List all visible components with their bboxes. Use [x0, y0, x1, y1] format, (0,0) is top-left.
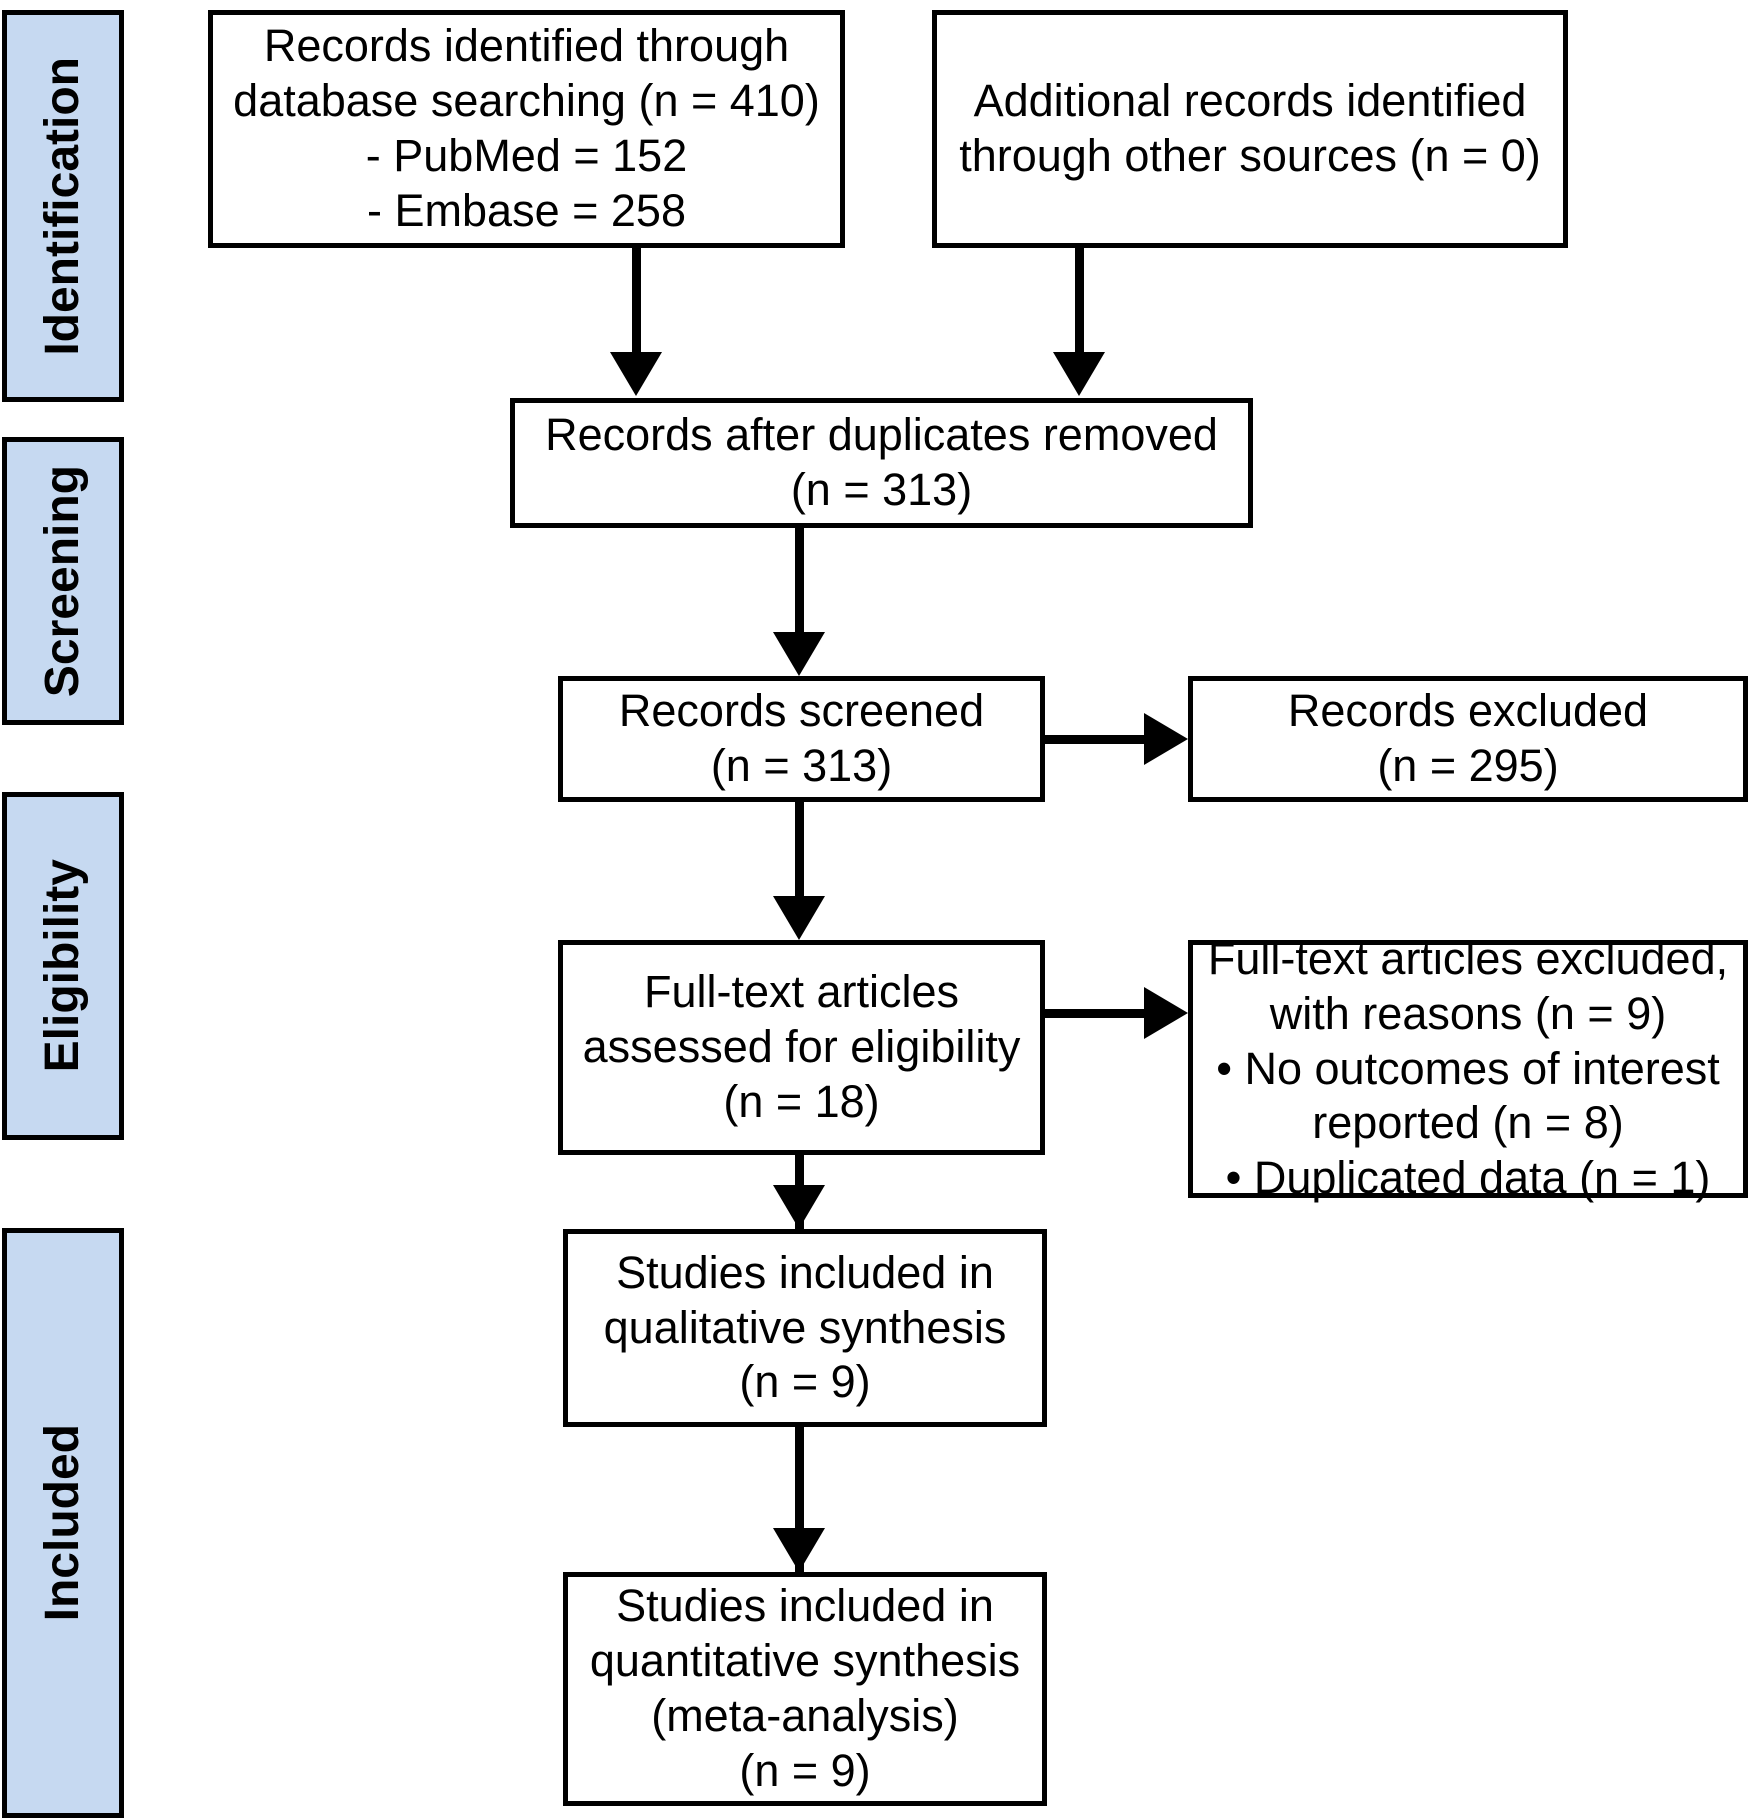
connector-duplicates-to-screened-arrow — [773, 632, 825, 676]
box-records-after-duplicates-removed-text: Records after duplicates removed (n = 31… — [545, 409, 1218, 515]
box-records-screened-text: Records screened (n = 313) — [618, 685, 985, 791]
box-studies-included-qualitative-synthesis-text: Studies included in qualitative synthesi… — [603, 1246, 1007, 1408]
connector-other-to-duplicates-arrow — [1053, 352, 1105, 396]
box-records-screened: Records screened (n = 313) — [558, 676, 1045, 802]
box-additional-records-other-sources: Additional records identified through ot… — [932, 10, 1568, 248]
connector-database-to-duplicates-line — [632, 248, 641, 358]
connector-fulltext-to-excluded-arrow — [1144, 987, 1188, 1039]
phase-label-eligibility-text: Eligibility — [36, 859, 89, 1073]
phase-label-included-text: Included — [36, 1424, 89, 1622]
box-fulltext-excluded-with-reasons-text: Full-text articles excluded, with reason… — [1207, 932, 1729, 1204]
phase-label-eligibility: Eligibility — [2, 792, 124, 1140]
connector-other-to-duplicates-line — [1075, 248, 1084, 358]
phase-label-identification-text: Identification — [36, 56, 89, 356]
phase-label-identification: Identification — [2, 10, 124, 402]
box-records-after-duplicates-removed: Records after duplicates removed (n = 31… — [510, 398, 1253, 528]
box-records-excluded: Records excluded (n = 295) — [1188, 676, 1748, 802]
box-additional-records-other-sources-text: Additional records identified through ot… — [959, 75, 1541, 181]
box-records-identified-database-text: Records identified through database sear… — [233, 20, 820, 236]
box-fulltext-assessed-for-eligibility: Full-text articles assessed for eligibil… — [558, 940, 1045, 1155]
box-fulltext-excluded-with-reasons: Full-text articles excluded, with reason… — [1188, 933, 1748, 1203]
connector-fulltext-to-excluded-line — [1045, 1009, 1152, 1018]
connector-database-to-duplicates-arrow — [610, 352, 662, 396]
connector-qualitative-to-quantitative-arrow — [773, 1528, 825, 1572]
connector-screened-to-excluded-arrow — [1144, 713, 1188, 765]
phase-label-screening-text: Screening — [36, 464, 89, 698]
box-records-excluded-text: Records excluded (n = 295) — [1287, 685, 1649, 791]
box-fulltext-assessed-for-eligibility-text: Full-text articles assessed for eligibil… — [582, 966, 1021, 1127]
box-studies-included-quantitative-synthesis-text: Studies included in quantitative synthes… — [589, 1580, 1021, 1796]
connector-screened-to-fulltext-arrow — [773, 896, 825, 940]
box-records-identified-database: Records identified through database sear… — [208, 10, 845, 248]
phase-label-screening: Screening — [2, 437, 124, 725]
connector-screened-to-excluded-line — [1045, 735, 1152, 744]
connector-duplicates-to-screened-line — [795, 528, 804, 638]
box-studies-included-quantitative-synthesis: Studies included in quantitative synthes… — [563, 1572, 1047, 1806]
connector-qualitative-to-quantitative-line — [795, 1427, 804, 1577]
box-studies-included-qualitative-synthesis: Studies included in qualitative synthesi… — [563, 1229, 1047, 1427]
connector-fulltext-to-qualitative-arrow — [773, 1185, 825, 1229]
connector-screened-to-fulltext-line — [795, 802, 804, 906]
phase-label-included: Included — [2, 1228, 124, 1818]
